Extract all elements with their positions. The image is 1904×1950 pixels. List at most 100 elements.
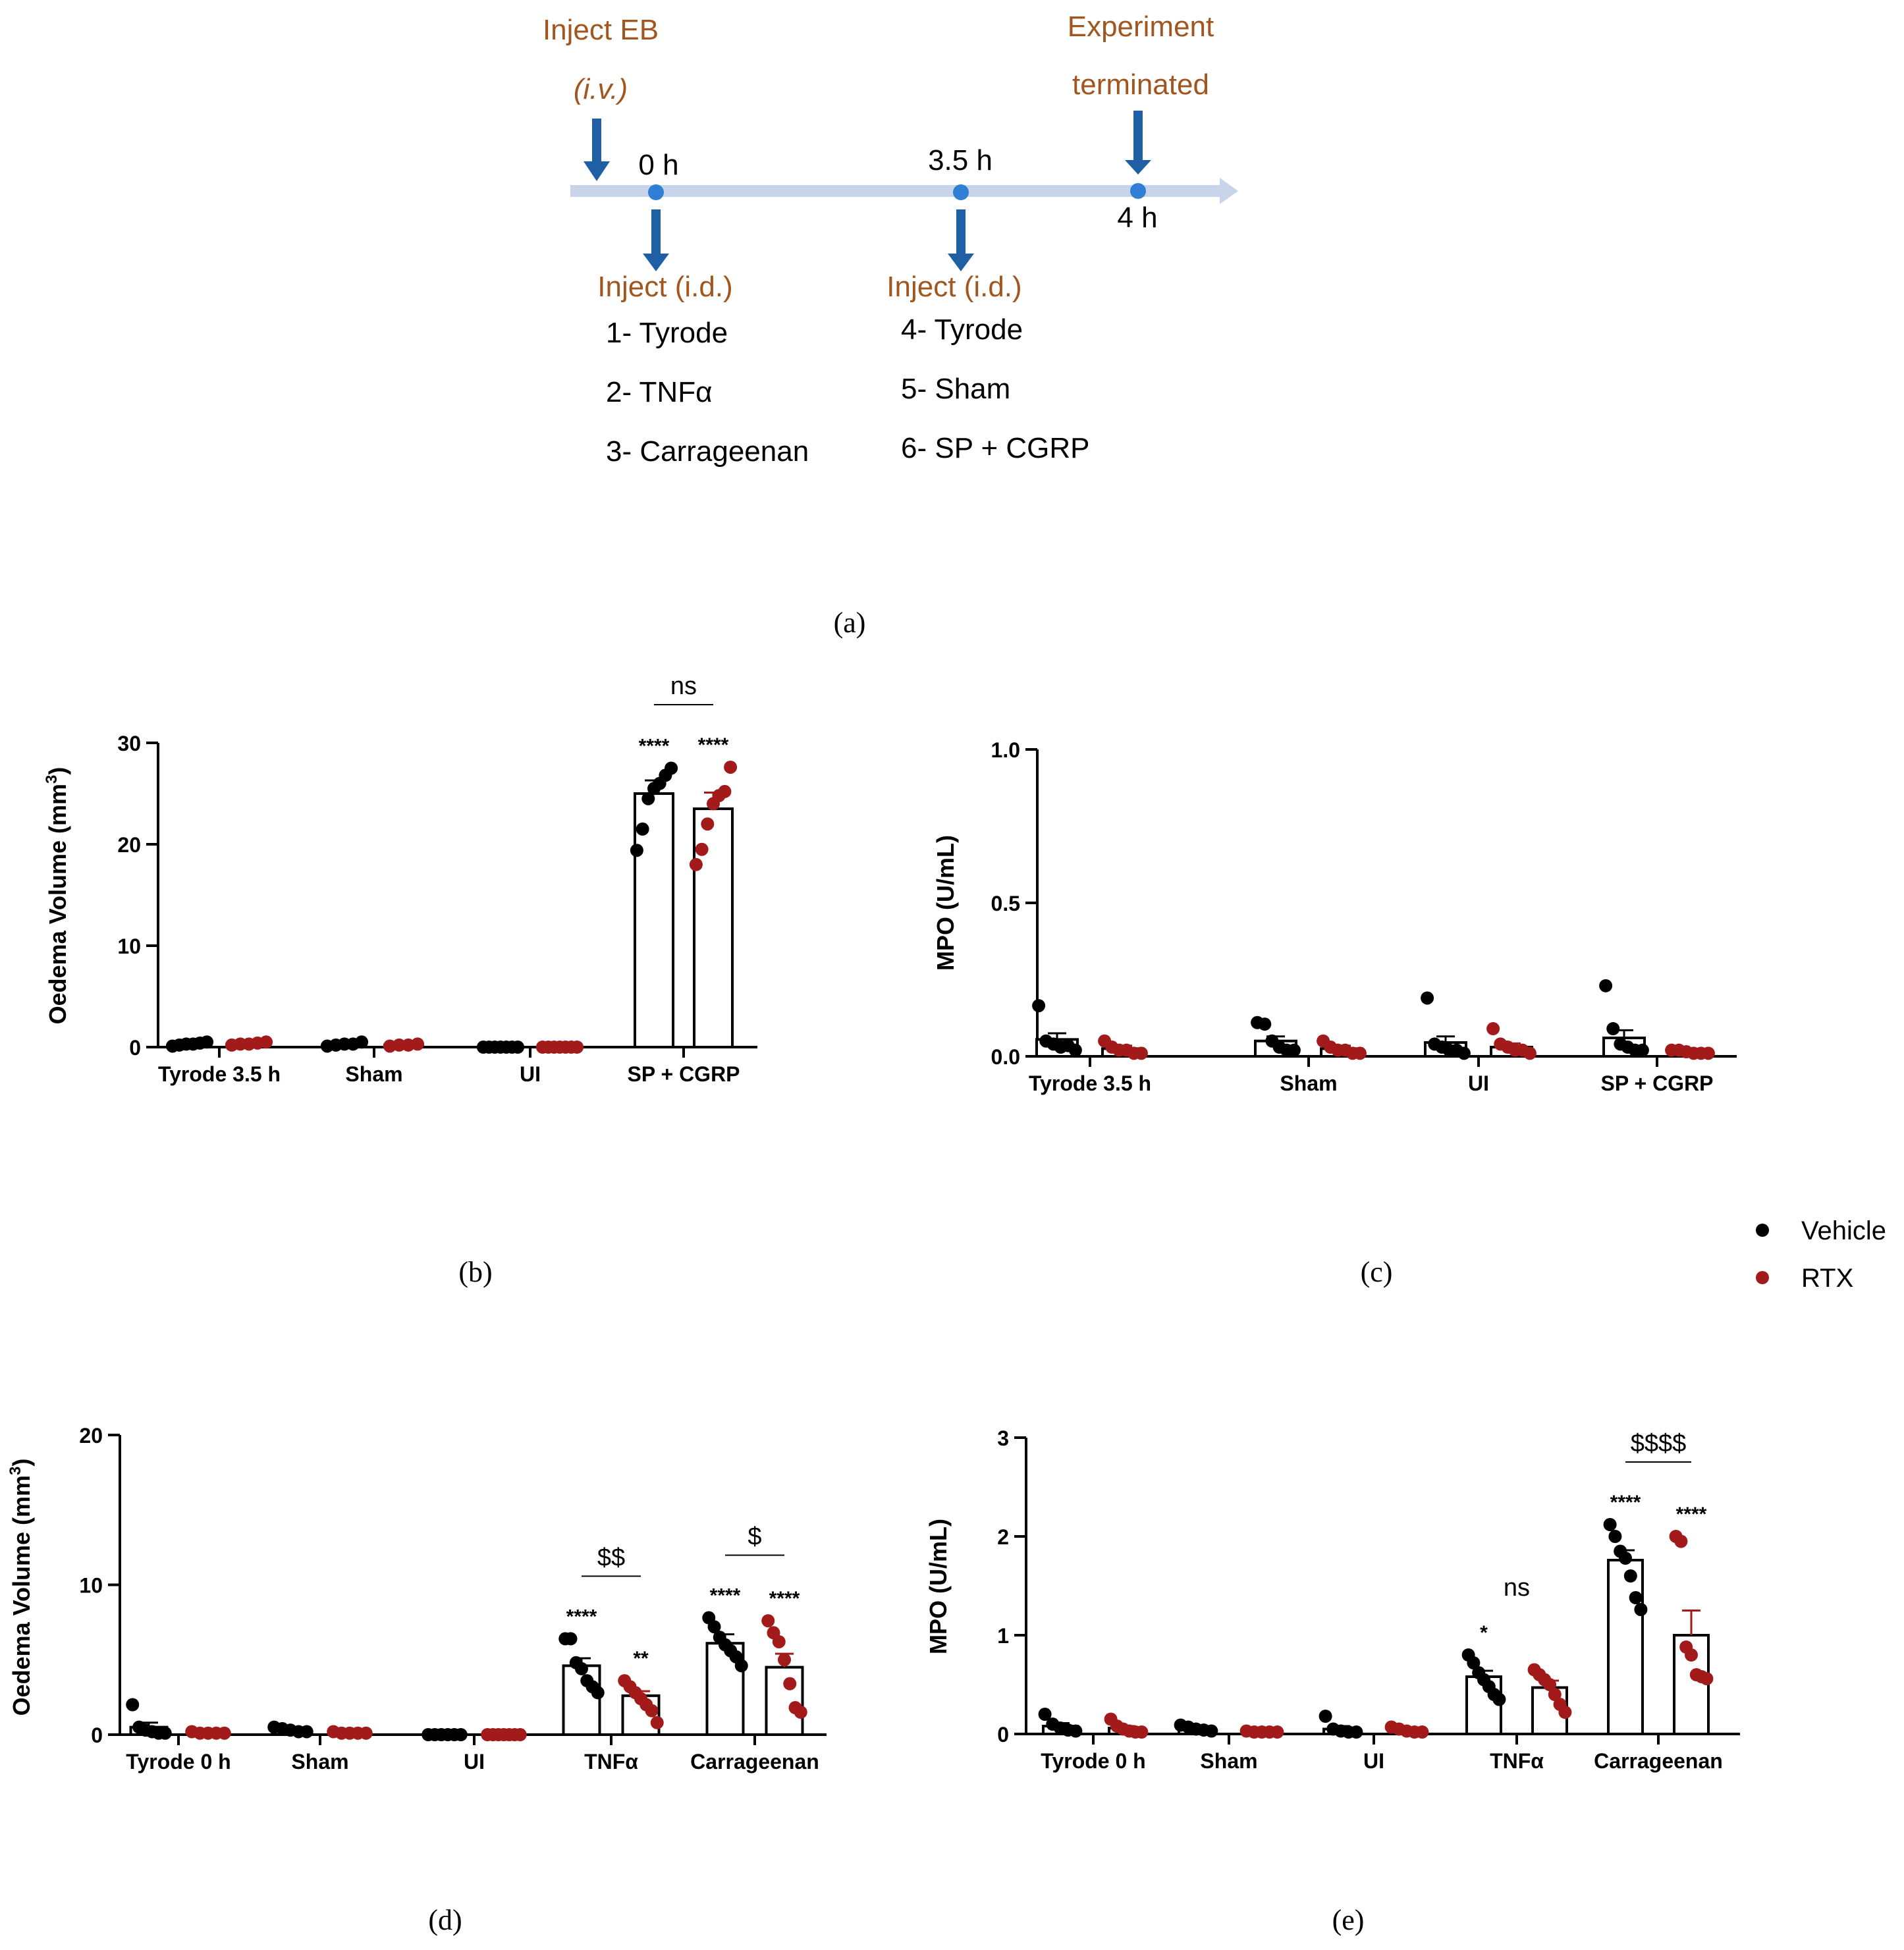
data-point-vehicle — [1606, 1022, 1620, 1036]
data-point-vehicle — [1635, 1043, 1649, 1057]
y-tick-label: 0 — [91, 1723, 103, 1747]
data-point-rtx — [1701, 1046, 1715, 1060]
data-point-vehicle — [665, 761, 678, 775]
y-axis-label: MPO (U/mL) — [932, 835, 959, 971]
data-point-rtx — [570, 1041, 584, 1054]
data-point-rtx — [1135, 1725, 1149, 1739]
significance-label: **** — [639, 736, 670, 757]
treatment-item-5: 5- Sham — [901, 373, 1010, 405]
y-tick-label: 0 — [997, 1723, 1009, 1747]
data-point-rtx — [701, 817, 715, 831]
data-point-rtx — [217, 1726, 231, 1740]
data-point-vehicle — [591, 1686, 605, 1700]
data-point-vehicle — [1492, 1693, 1506, 1706]
data-point-rtx — [1134, 1046, 1148, 1060]
y-tick-label: 10 — [117, 934, 141, 958]
significance-label: **** — [1676, 1503, 1707, 1525]
data-point-vehicle — [641, 792, 655, 805]
data-point-rtx — [695, 842, 709, 856]
timeline-diagram: Inject EB (i.v.) Experiment terminated 0… — [543, 11, 1238, 468]
x-tick-label: TNFα — [584, 1750, 638, 1774]
data-point-vehicle — [1068, 1043, 1082, 1057]
data-point-rtx — [724, 760, 738, 774]
x-tick-label: Sham — [291, 1750, 348, 1774]
x-tick-label: UI — [1363, 1749, 1384, 1773]
treatment-item-3: 3- Carrageenan — [606, 435, 809, 468]
treatment-item-6: 6- SP + CGRP — [901, 432, 1090, 464]
y-tick-label: 20 — [117, 833, 141, 857]
panel-label-d: (d) — [428, 1904, 462, 1936]
data-point-rtx — [1486, 1022, 1500, 1036]
data-point-vehicle — [1287, 1043, 1301, 1057]
experiment-label-line2: terminated — [1072, 68, 1209, 101]
data-point-vehicle — [1599, 979, 1613, 992]
data-point-vehicle — [1619, 1552, 1632, 1565]
legend-label-rtx: RTX — [1801, 1264, 1853, 1293]
data-point-rtx — [650, 1716, 664, 1729]
data-point-rtx — [794, 1705, 807, 1719]
x-tick-label: Tyrode 0 h — [126, 1750, 231, 1774]
comparison-label: ns — [670, 672, 697, 700]
significance-label: * — [1480, 1622, 1488, 1644]
panel-label-c: (c) — [1361, 1256, 1393, 1288]
data-point-vehicle — [158, 1726, 172, 1740]
data-point-rtx — [1685, 1648, 1698, 1662]
treatment-item-4: 4- Tyrode — [901, 313, 1023, 346]
x-tick-label: Sham — [1280, 1071, 1337, 1095]
data-point-rtx — [411, 1037, 424, 1051]
arrow-inject-0h — [643, 209, 669, 271]
data-point-rtx — [718, 784, 732, 798]
data-point-rtx — [1700, 1672, 1714, 1685]
data-point-rtx — [772, 1635, 786, 1648]
data-point-rtx — [689, 857, 703, 871]
arrow-inject-3-5h — [948, 209, 974, 271]
significance-label: **** — [1610, 1492, 1641, 1513]
data-point-rtx — [783, 1677, 797, 1691]
data-point-vehicle — [564, 1632, 578, 1646]
data-point-rtx — [1558, 1706, 1572, 1719]
y-tick-label: 20 — [79, 1424, 103, 1448]
data-point-rtx — [1353, 1046, 1367, 1060]
data-point-vehicle — [734, 1659, 748, 1673]
data-point-rtx — [645, 1704, 659, 1718]
y-tick-label: 2 — [997, 1525, 1009, 1549]
data-point-vehicle — [200, 1035, 214, 1049]
data-point-vehicle — [1205, 1724, 1218, 1738]
data-point-rtx — [1415, 1725, 1429, 1739]
data-point-vehicle — [1032, 999, 1046, 1013]
data-point-vehicle — [1603, 1518, 1617, 1531]
data-point-vehicle — [1634, 1603, 1648, 1616]
bar-rtx — [765, 1666, 804, 1736]
data-point-vehicle — [1069, 1724, 1083, 1738]
iv-route-label: (i.v.) — [574, 73, 628, 105]
comparison-label: $ — [748, 1523, 761, 1551]
comparison-label: $$$$ — [1631, 1430, 1687, 1457]
data-point-rtx — [1548, 1688, 1562, 1701]
bar-vehicle — [634, 792, 674, 1048]
y-tick-label: 1 — [997, 1624, 1009, 1648]
significance-label: **** — [698, 734, 729, 756]
y-axis-label: MPO (U/mL) — [925, 1519, 952, 1654]
data-point-vehicle — [511, 1041, 525, 1054]
x-tick-label: Tyrode 3.5 h — [1029, 1071, 1151, 1095]
y-tick-label: 0.0 — [991, 1045, 1020, 1069]
data-point-rtx — [359, 1726, 373, 1740]
data-point-vehicle — [1608, 1530, 1622, 1543]
x-tick-label: Carrageenan — [1594, 1749, 1723, 1773]
data-point-rtx — [259, 1035, 273, 1049]
bar-vehicle — [1607, 1559, 1644, 1735]
y-tick-label: 30 — [117, 732, 141, 755]
data-point-rtx — [1674, 1534, 1688, 1548]
significance-label: **** — [769, 1588, 800, 1610]
x-tick-label: UI — [520, 1062, 541, 1086]
data-point-vehicle — [1319, 1710, 1332, 1723]
x-tick-label: UI — [1468, 1071, 1489, 1095]
data-point-vehicle — [1349, 1725, 1363, 1739]
x-tick-label: Sham — [1200, 1749, 1257, 1773]
time-label-4h: 4 h — [1117, 202, 1157, 234]
x-tick-label: TNFα — [1490, 1749, 1544, 1773]
experiment-label-line1: Experiment — [1068, 11, 1214, 43]
data-point-vehicle — [1457, 1046, 1471, 1060]
